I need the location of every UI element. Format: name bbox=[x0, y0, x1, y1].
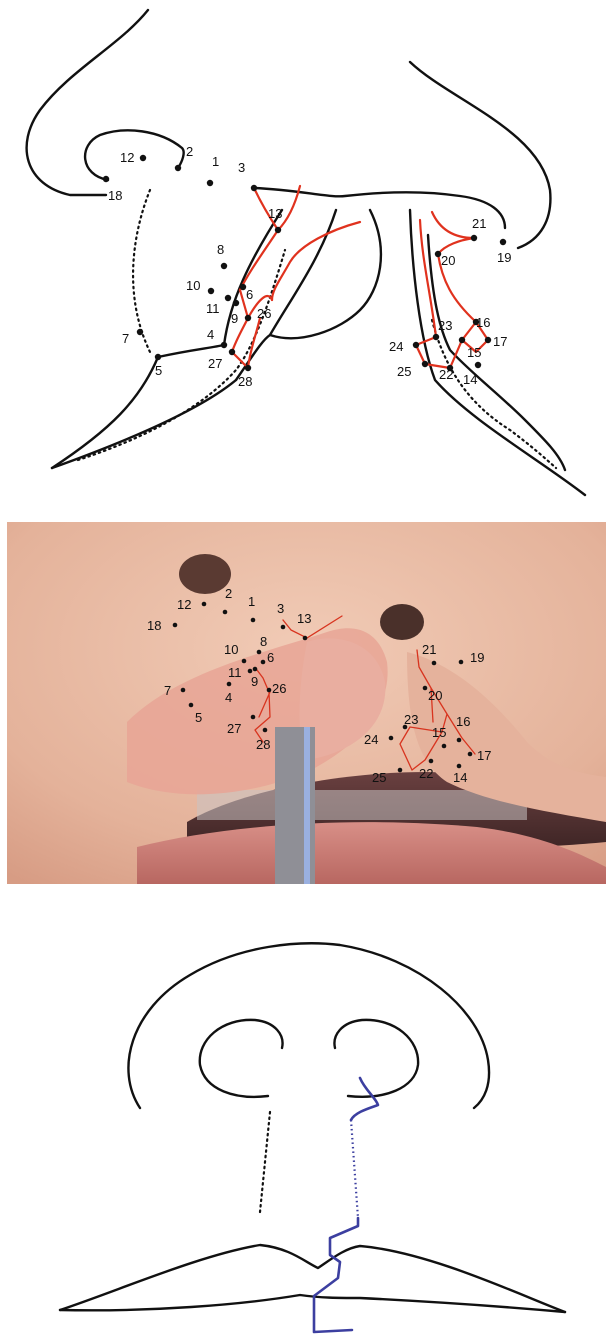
photo-label-5: 5 bbox=[195, 710, 202, 725]
photo-label-7: 7 bbox=[164, 683, 171, 698]
left-nostril bbox=[179, 554, 231, 594]
left-philtral-dotted-line bbox=[260, 1112, 270, 1212]
label-24: 24 bbox=[389, 339, 403, 354]
label-23: 23 bbox=[438, 318, 452, 333]
incision-right-upper bbox=[432, 212, 474, 254]
label-4: 4 bbox=[207, 327, 214, 342]
clinical-photo: 1 2 3 4 5 6 7 8 9 10 11 12 13 14 15 16 1… bbox=[7, 522, 606, 884]
label-13: 13 bbox=[268, 206, 282, 221]
photo-label-15: 15 bbox=[432, 725, 446, 740]
label-3: 3 bbox=[238, 160, 245, 175]
lip-segment-lower-left bbox=[52, 380, 236, 468]
photo-label-23: 23 bbox=[404, 712, 418, 727]
label-18: 18 bbox=[108, 188, 122, 203]
label-16: 16 bbox=[476, 315, 490, 330]
cleft-landmark-diagram: 1 2 3 4 5 6 7 8 9 10 11 12 13 14 15 16 1… bbox=[0, 0, 611, 505]
closure-line-lower bbox=[314, 1218, 358, 1332]
label-22: 22 bbox=[439, 367, 453, 382]
label-12: 12 bbox=[120, 150, 134, 165]
photo-label-24: 24 bbox=[364, 732, 378, 747]
label-25: 25 bbox=[397, 364, 411, 379]
photo-label-21: 21 bbox=[422, 642, 436, 657]
label-27: 27 bbox=[208, 356, 222, 371]
nose-tip-outline bbox=[128, 943, 489, 1108]
gum-area bbox=[197, 790, 527, 820]
left-nostril-outline bbox=[200, 1020, 283, 1097]
photo-label-20: 20 bbox=[428, 688, 442, 703]
photo-label-18: 18 bbox=[147, 618, 161, 633]
label-14: 14 bbox=[463, 372, 477, 387]
photo-label-17: 17 bbox=[477, 748, 491, 763]
photo-label-1: 1 bbox=[248, 594, 255, 609]
right-nostril-outline bbox=[334, 1020, 418, 1097]
label-6: 6 bbox=[246, 287, 253, 302]
label-21: 21 bbox=[472, 216, 486, 231]
label-7: 7 bbox=[122, 331, 129, 346]
clinical-photo-svg: 1 2 3 4 5 6 7 8 9 10 11 12 13 14 15 16 1… bbox=[7, 522, 606, 884]
label-17: 17 bbox=[493, 334, 507, 349]
incision-left-upper bbox=[240, 186, 300, 290]
closure-line-upper bbox=[351, 1078, 378, 1120]
upper-lip-line bbox=[60, 1245, 565, 1312]
label-28: 28 bbox=[238, 374, 252, 389]
right-nostril-cleft bbox=[380, 604, 424, 640]
label-8: 8 bbox=[217, 242, 224, 257]
dotted-line-left-philtrum bbox=[133, 190, 150, 352]
photo-label-4: 4 bbox=[225, 690, 232, 705]
photo-label-11: 11 bbox=[228, 665, 242, 680]
photo-label-10: 10 bbox=[224, 642, 238, 657]
central-segment-outline bbox=[270, 210, 381, 338]
label-26: 26 bbox=[257, 306, 271, 321]
photo-label-13: 13 bbox=[297, 611, 311, 626]
lower-lip-line bbox=[60, 1295, 565, 1312]
photo-label-6: 6 bbox=[267, 650, 274, 665]
photo-label-3: 3 bbox=[277, 601, 284, 616]
photo-label-25: 25 bbox=[372, 770, 386, 785]
label-19: 19 bbox=[497, 250, 511, 265]
cleft-landmark-svg: 1 2 3 4 5 6 7 8 9 10 11 12 13 14 15 16 1… bbox=[0, 0, 611, 505]
label-9: 9 bbox=[231, 311, 238, 326]
photo-label-27: 27 bbox=[227, 721, 241, 736]
photo-label-2: 2 bbox=[225, 586, 232, 601]
label-20: 20 bbox=[441, 253, 455, 268]
label-5: 5 bbox=[155, 363, 162, 378]
photo-label-28: 28 bbox=[256, 737, 270, 752]
photo-label-16: 16 bbox=[456, 714, 470, 729]
closure-line-dotted bbox=[351, 1120, 358, 1218]
photo-label-26: 26 bbox=[272, 681, 286, 696]
repair-result-diagram bbox=[0, 900, 611, 1338]
label-2: 2 bbox=[186, 144, 193, 159]
label-11: 11 bbox=[206, 301, 220, 316]
repair-result-svg bbox=[0, 900, 611, 1338]
label-1: 1 bbox=[212, 154, 219, 169]
tube-stripe bbox=[304, 727, 310, 884]
photo-label-14: 14 bbox=[453, 770, 467, 785]
photo-label-12: 12 bbox=[177, 597, 191, 612]
photo-label-22: 22 bbox=[419, 766, 433, 781]
right-lip-segment-outer bbox=[428, 235, 565, 470]
photo-label-19: 19 bbox=[470, 650, 484, 665]
incision-left-mid bbox=[272, 222, 360, 300]
photo-label-9: 9 bbox=[251, 674, 258, 689]
label-10: 10 bbox=[186, 278, 200, 293]
photo-label-8: 8 bbox=[260, 634, 267, 649]
label-15: 15 bbox=[467, 345, 481, 360]
